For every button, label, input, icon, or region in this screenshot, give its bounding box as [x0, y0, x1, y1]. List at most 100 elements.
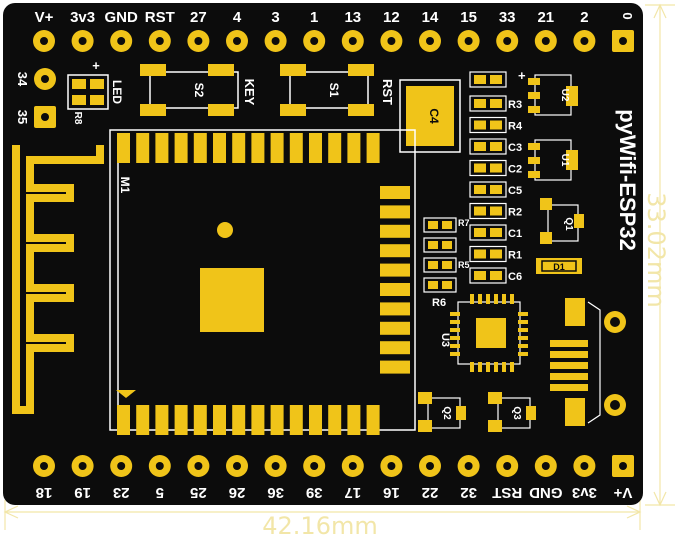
- module-pad-right-0: [380, 186, 410, 199]
- usb-connector: [550, 298, 626, 426]
- key-label: KEY: [242, 79, 257, 106]
- plus-marker-top: +: [518, 68, 526, 83]
- pin-label-bottom-6: 36: [267, 484, 284, 501]
- pin-hole-top-3: [155, 37, 164, 45]
- passive-pad-a-2: [474, 120, 486, 130]
- passive-outline-3: [469, 138, 507, 155]
- pin-label-bottom-10: 22: [422, 484, 439, 501]
- diode-d1: [536, 258, 582, 274]
- u3-pin-left-4: [450, 344, 460, 348]
- pin-label-top-1: 3v3: [70, 9, 95, 26]
- pin-label-bottom-9: 16: [383, 484, 400, 501]
- module-pad-right-5: [380, 283, 410, 296]
- u3-pin-right-3: [518, 336, 528, 340]
- module-pad-top-1: [136, 133, 150, 163]
- module-pad-top-9: [289, 133, 303, 163]
- passive-pad-a-5: [474, 185, 486, 194]
- passive-pad-a-7: [474, 228, 486, 237]
- u3-pin-right-4: [518, 344, 528, 348]
- pin-hole-top-13: [541, 37, 550, 45]
- passive-outline-9: [469, 267, 507, 284]
- u3-pin-right-1: [518, 320, 528, 324]
- passive-label-r4: R4: [508, 121, 523, 133]
- module-pad-right-6: [380, 302, 410, 316]
- u3-pin-top-2: [486, 294, 490, 304]
- module-pad-top-6: [232, 133, 246, 163]
- module-pad-bottom-3: [174, 405, 188, 435]
- transistor-q2: [418, 392, 466, 432]
- module-pad-top-8: [270, 133, 284, 163]
- pin-hole-top-9: [387, 37, 396, 45]
- passive-outline-6: [469, 202, 507, 220]
- m1-label: M1: [118, 177, 132, 194]
- pin-hole-top-1: [78, 37, 87, 45]
- passive-pad-b-5: [490, 185, 502, 194]
- passive-label-c2: C2: [508, 164, 522, 176]
- passive-outline-1: [469, 95, 507, 112]
- module-pad-bottom-11: [328, 405, 342, 435]
- pin-hole-top-11: [464, 37, 473, 45]
- pin-label-top-12: 33: [499, 9, 516, 26]
- switch-s1: [280, 64, 374, 116]
- bottom-header-pins: [33, 455, 634, 477]
- module-pad-bottom-7: [251, 405, 265, 435]
- board-title: pyWifi-ESP32: [615, 109, 640, 251]
- pin-label-bottom-11: 32: [460, 484, 477, 501]
- pin-label-top-5: 4: [233, 9, 242, 26]
- pin-label-bottom-13: GND: [529, 484, 563, 501]
- module-pad-top-5: [213, 133, 226, 163]
- u3-pin-bottom-5: [510, 362, 514, 372]
- transistor-q1: [540, 198, 584, 244]
- passive-label-c5: C5: [508, 185, 522, 197]
- pin-hole-top-4: [194, 37, 203, 45]
- passive-pad-b-9: [490, 271, 502, 280]
- module-pad-bottom-4: [193, 405, 207, 435]
- passive-pad-b-8: [490, 249, 502, 259]
- passive-label-r3: R3: [508, 99, 522, 111]
- module-pad-top-7: [251, 133, 265, 163]
- passive-label-r1: R1: [508, 250, 522, 262]
- antenna-trace: [12, 145, 104, 414]
- pin-label-bottom-8: 17: [344, 484, 361, 501]
- pin-hole-top-14: [580, 37, 589, 45]
- passive-pad-a-3: [474, 142, 486, 151]
- module-pad-bottom-12: [347, 405, 361, 435]
- transistor-q3: [488, 392, 536, 432]
- module-top-pads: [117, 133, 380, 163]
- pin-label-bottom-0: 18: [36, 484, 53, 501]
- pin-hole-bottom-11: [464, 462, 473, 470]
- u3-pin-left-3: [450, 336, 460, 340]
- r7-label: R7: [458, 218, 470, 228]
- top-header-pins: [33, 30, 634, 52]
- pin-label-top-11: 15: [460, 9, 477, 26]
- pin-hole-top-2: [117, 37, 126, 45]
- d1-label: D1: [553, 262, 565, 272]
- module-pad-top-2: [155, 133, 169, 163]
- pin-label-top-10: 14: [422, 9, 439, 26]
- pin-hole-bottom-14: [580, 462, 589, 470]
- u3-pin-right-2: [518, 328, 528, 332]
- module-pad-top-10: [309, 133, 322, 163]
- module-pad-top-13: [366, 133, 380, 163]
- module-pad-top-11: [328, 133, 342, 163]
- u3-pin-right-0: [518, 312, 528, 316]
- u3-pin-left-5: [450, 352, 460, 356]
- module-pad-right-2: [380, 224, 410, 238]
- pin-hole-bottom-3: [155, 462, 164, 470]
- passive-pad-b-1: [490, 99, 502, 108]
- passive-pad-a-0: [474, 75, 486, 84]
- passive-pad-a-4: [474, 163, 486, 173]
- pin-label-top-4: 27: [190, 9, 207, 26]
- module-pad-bottom-8: [270, 405, 284, 435]
- u3-pin-left-0: [450, 312, 460, 316]
- pin-label-top-9: 12: [383, 9, 400, 26]
- module-pad-right-3: [380, 244, 410, 258]
- u3-pin-top-0: [470, 294, 474, 304]
- pin-hole-bottom-0: [40, 462, 48, 470]
- pin-label-bottom-5: 26: [229, 484, 246, 501]
- passive-pad-b-4: [490, 163, 502, 173]
- passive-outline-7: [469, 224, 507, 241]
